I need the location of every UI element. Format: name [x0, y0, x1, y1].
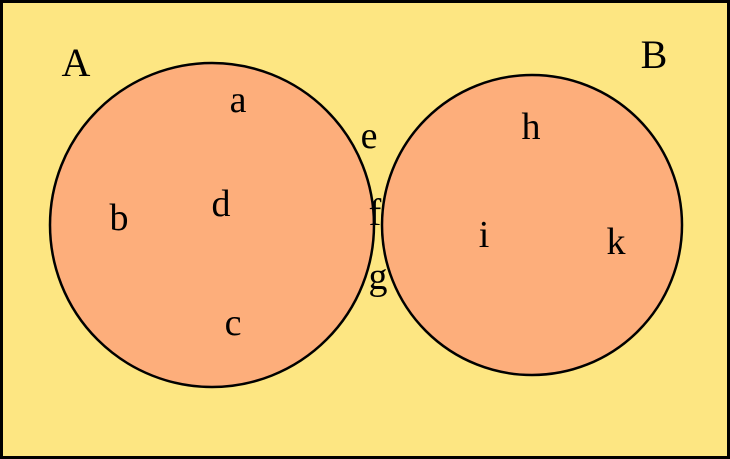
element-b: b	[110, 197, 129, 239]
element-d: d	[212, 183, 231, 225]
set-a-region	[50, 63, 374, 387]
element-h: h	[522, 106, 541, 148]
set-a-label: A	[62, 40, 91, 85]
element-c: c	[225, 302, 242, 344]
element-g: g	[369, 256, 388, 298]
element-f: f	[369, 192, 382, 234]
element-e: e	[361, 115, 378, 157]
element-i: i	[479, 214, 490, 256]
set-b-label: B	[641, 32, 668, 77]
element-k: k	[607, 221, 626, 263]
element-a: a	[230, 79, 247, 121]
set-b-outline	[380, 73, 684, 377]
set-a-outline	[48, 61, 376, 389]
set-b-region	[382, 75, 682, 375]
